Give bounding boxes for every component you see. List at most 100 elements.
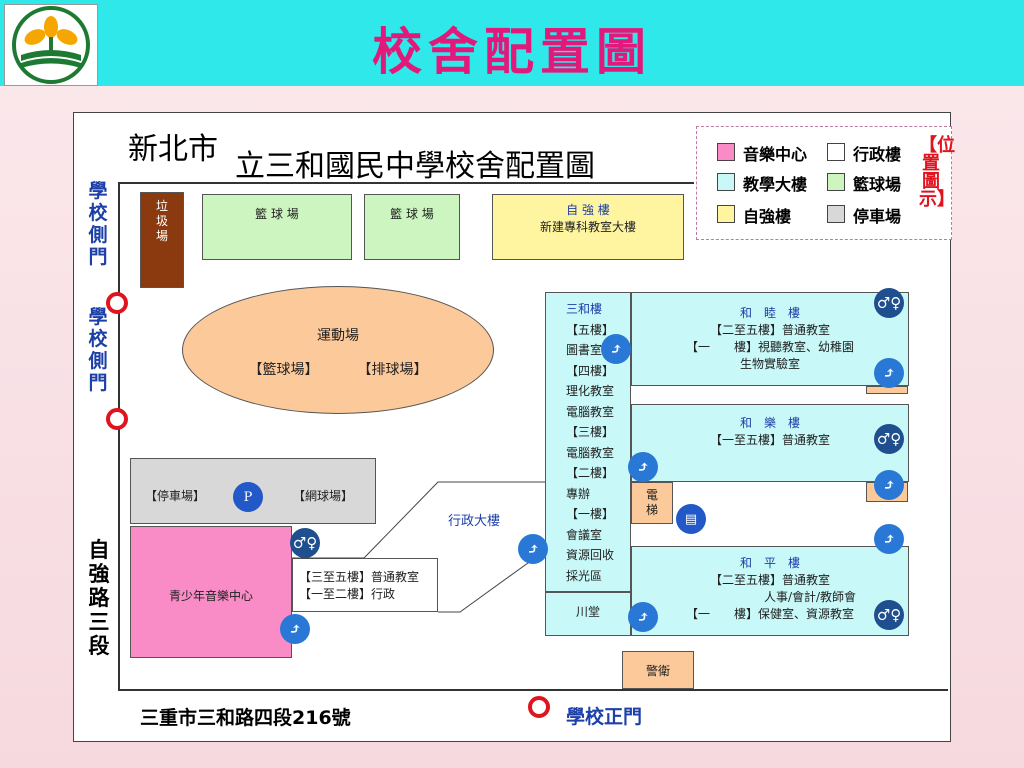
sports-field-title: 運動場 bbox=[317, 328, 359, 344]
court-1-label: 籃 球 場 bbox=[255, 207, 299, 221]
parking-label: 【停車場】 bbox=[145, 489, 206, 503]
sanhe-line: 【四樓】 bbox=[566, 363, 615, 378]
heping-line-2: 人事/會計/教師會 bbox=[763, 590, 857, 604]
stairs-icon: ⤴ bbox=[280, 614, 310, 644]
restroom-icon: ♂♀ bbox=[290, 528, 320, 558]
sanhe-title: 三和樓 bbox=[566, 302, 603, 316]
boundary-bottom bbox=[118, 689, 948, 691]
ziqiang-subtitle: 新建專科教室大樓 bbox=[539, 220, 636, 234]
sanhe-line: 採光區 bbox=[566, 568, 603, 583]
sports-field[interactable]: 運動場 【籃球場】 【排球場】 bbox=[182, 286, 494, 414]
sanhe-line: 電腦教室 bbox=[566, 445, 615, 460]
elevator-icon: ▤ bbox=[676, 504, 706, 534]
hele-line-1: 【一至五樓】普通教室 bbox=[709, 433, 830, 447]
map-title-overlay: 新北市 bbox=[128, 124, 218, 168]
legend-label-parking: 停車場 bbox=[853, 207, 902, 226]
sanhe-line: 電腦教室 bbox=[566, 404, 615, 419]
road-label: 自強路三段 bbox=[88, 537, 110, 658]
legend-swatch-parking bbox=[827, 205, 845, 223]
legend-label-admin: 行政樓 bbox=[853, 145, 902, 164]
garbage-area[interactable]: 垃圾場 bbox=[140, 192, 184, 288]
legend-swatch-ziqiang bbox=[717, 205, 735, 223]
legend-label-teaching: 教學大樓 bbox=[743, 175, 808, 194]
legend-label-music: 音樂中心 bbox=[743, 145, 808, 164]
admin-line-1: 【三至五樓】普通教室 bbox=[299, 570, 420, 584]
chuantang-hall[interactable]: 川堂 bbox=[545, 592, 631, 636]
boundary-left bbox=[118, 182, 120, 690]
admin-building[interactable]: 【三至五樓】普通教室 【一至二樓】行政 bbox=[292, 558, 438, 612]
guard-room[interactable]: 警衛 bbox=[622, 651, 694, 689]
heping-building[interactable]: 和 平 樓 【二至五樓】普通教室 人事/會計/教師會 【一 樓】保健室、資源教室 bbox=[631, 546, 909, 636]
elevator-label: 電梯 bbox=[645, 488, 658, 517]
stairs-icon: ⤴ bbox=[518, 534, 548, 564]
restroom-icon: ♂♀ bbox=[874, 288, 904, 318]
hemu-title: 和 睦 樓 bbox=[739, 306, 800, 320]
sanhe-line: 資源回收 bbox=[566, 548, 615, 562]
title-bar bbox=[0, 0, 1024, 86]
legend-tag: 【位置圖示】 bbox=[919, 135, 955, 210]
school-logo bbox=[4, 4, 98, 86]
music-center-label: 青少年音樂中心 bbox=[168, 589, 253, 603]
stairs-icon: ⤴ bbox=[601, 334, 631, 364]
field-basketball-label: 【籃球場】 bbox=[248, 362, 319, 378]
court-2-label: 籃 球 場 bbox=[390, 207, 434, 221]
side-gate-2-label: 學校側門 bbox=[88, 306, 108, 394]
admin-building-label: 行政大樓 bbox=[448, 514, 501, 529]
stairs-icon: ⤴ bbox=[628, 602, 658, 632]
sanhe-line: 專辦 bbox=[566, 486, 591, 501]
hele-building[interactable]: 和 樂 樓 【一至五樓】普通教室 bbox=[631, 404, 909, 482]
stairs-icon: ⤴ bbox=[874, 470, 904, 500]
guard-label: 警衛 bbox=[645, 664, 670, 678]
sanhe-line: 【二樓】 bbox=[566, 466, 615, 480]
page-title: 校舍配置圖 bbox=[372, 22, 652, 81]
legend-swatch-teaching bbox=[717, 173, 735, 191]
hemu-line-2: 【一 樓】視聽教室、幼稚園 bbox=[685, 340, 854, 354]
stairs-icon: ⤴ bbox=[874, 524, 904, 554]
legend: 音樂中心 行政樓 教學大樓 籃球場 自強樓 停車場 【位置圖示】 bbox=[696, 126, 955, 240]
admin-connector bbox=[292, 481, 547, 613]
sanhe-line: 理化教室 bbox=[566, 384, 615, 398]
stairs-icon: ⤴ bbox=[874, 358, 904, 388]
address: 三重市三和路四段216號 bbox=[140, 707, 351, 729]
hele-title: 和 樂 樓 bbox=[739, 416, 800, 430]
sanhe-line: 會議室 bbox=[566, 527, 603, 542]
boundary-top bbox=[118, 182, 694, 184]
garbage-label: 垃圾場 bbox=[155, 199, 168, 243]
heping-line-1: 【二至五樓】普通教室 bbox=[709, 573, 830, 587]
sanhe-line: 圖書室 bbox=[566, 343, 603, 357]
legend-swatch-admin bbox=[827, 143, 845, 161]
restroom-icon: ♂♀ bbox=[874, 600, 904, 630]
sanhe-building[interactable]: 三和樓 【五樓】 圖書室 【四樓】 理化教室 電腦教室 【三樓】 電腦教室 【二… bbox=[545, 292, 631, 592]
ziqiang-building[interactable]: 自 強 樓 新建專科教室大樓 bbox=[492, 194, 684, 260]
side-gate-1-marker[interactable] bbox=[106, 292, 128, 314]
heping-line-3: 【一 樓】保健室、資源教室 bbox=[685, 607, 854, 621]
hemu-line-1: 【二至五樓】普通教室 bbox=[709, 323, 830, 337]
hemu-line-3: 生物實驗室 bbox=[739, 357, 800, 371]
sanhe-line: 【五樓】 bbox=[566, 322, 615, 337]
parking-p-icon: P bbox=[233, 482, 263, 512]
sanhe-line: 【三樓】 bbox=[566, 425, 615, 439]
basketball-court-1[interactable]: 籃 球 場 bbox=[202, 194, 352, 260]
legend-label-court: 籃球場 bbox=[853, 175, 902, 194]
side-gate-1-label: 學校側門 bbox=[88, 180, 108, 268]
main-gate-marker[interactable] bbox=[528, 696, 550, 718]
side-gate-2-marker[interactable] bbox=[106, 408, 128, 430]
chuantang-label: 川堂 bbox=[575, 605, 600, 619]
legend-label-ziqiang: 自強樓 bbox=[743, 207, 792, 226]
elevator[interactable]: 電梯 bbox=[631, 482, 673, 524]
main-gate-label: 學校正門 bbox=[566, 706, 643, 728]
heping-title: 和 平 樓 bbox=[739, 556, 800, 570]
hemu-building[interactable]: 和 睦 樓 【二至五樓】普通教室 【一 樓】視聽教室、幼稚園 生物實驗室 bbox=[631, 292, 909, 386]
map-title: 新北市立三和國民中學校舍配置圖 bbox=[145, 141, 595, 185]
basketball-court-2[interactable]: 籃 球 場 bbox=[364, 194, 460, 260]
legend-swatch-court bbox=[827, 173, 845, 191]
restroom-icon: ♂♀ bbox=[874, 424, 904, 454]
ziqiang-title: 自 強 樓 bbox=[566, 203, 610, 217]
sanhe-line: 【一樓】 bbox=[566, 507, 615, 521]
tennis-label: 【網球場】 bbox=[293, 489, 354, 503]
field-volleyball-label: 【排球場】 bbox=[357, 362, 428, 378]
music-center[interactable]: 青少年音樂中心 bbox=[130, 526, 292, 658]
legend-swatch-music bbox=[717, 143, 735, 161]
admin-line-2: 【一至二樓】行政 bbox=[299, 587, 396, 601]
stairs-icon: ⤴ bbox=[628, 452, 658, 482]
